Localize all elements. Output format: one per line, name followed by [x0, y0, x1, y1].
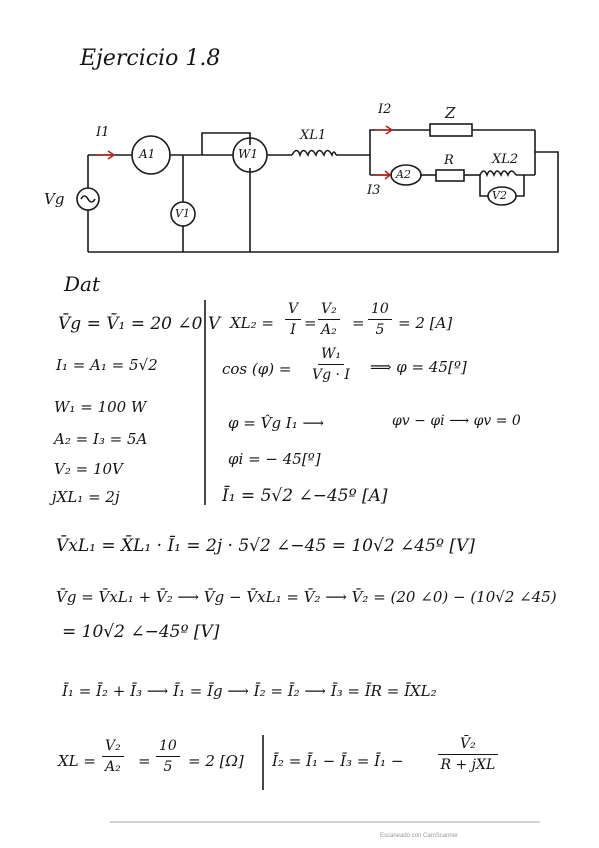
label-voltmeter-v1: V1	[175, 207, 190, 220]
eq-currents: Ī₁ = Ī₂ + Ī₃ ⟶ Ī₁ = Īg ⟶ Ī₂ = Ī₂ ⟶ Ī₃ = …	[62, 682, 437, 700]
eq-vg-result: = 10√2 ∠−45º [V]	[62, 622, 220, 642]
i1-phasor-line: Ī₁ = 5√2 ∠−45º [A]	[222, 486, 388, 506]
exercise-title: Ejercicio 1.8	[80, 46, 221, 71]
label-current-i1: I1	[96, 125, 110, 140]
label-current-i2: I2	[378, 102, 392, 117]
label-current-i3: I3	[367, 183, 381, 198]
label-wattmeter-w1: W1	[238, 147, 258, 161]
given-w1: W₁ = 100 W	[54, 398, 147, 416]
label-resistor-r: R	[444, 153, 454, 168]
xl2-result: = 2 [A]	[398, 314, 453, 332]
label-inductor-xl1: XL1	[300, 128, 327, 143]
cos-result: ⟹ φ = 45[º]	[370, 358, 467, 376]
given-jxl1: jXL₁ = 2j	[52, 488, 120, 506]
xl2-eq-2: =	[352, 314, 365, 332]
label-voltmeter-v2: V2	[492, 189, 507, 202]
given-a2: A₂ = I₃ = 5A	[54, 430, 148, 448]
label-ammeter-a2: A2	[396, 168, 411, 181]
xl-result: = 2 [Ω]	[188, 752, 244, 770]
phi-right: φv − φi ⟶ φv = 0	[392, 413, 521, 429]
eq-i2: Ī₂ = Ī₁ − Ī₃ = Ī₁ −	[272, 752, 404, 770]
given-i1: I₁ = A₁ = 5√2	[56, 356, 158, 374]
label-ammeter-a1: A1	[139, 147, 156, 161]
eq-vg: V̄g = V̄xL₁ + V̄₂ ⟶ V̄g − V̄xL₁ = V̄₂ ⟶ …	[56, 588, 557, 606]
phi-line: φ = V̂g I₁ ⟶	[228, 414, 325, 432]
xl-lhs: XL =	[58, 752, 96, 770]
phi-i-line: φi = − 45[º]	[228, 450, 321, 468]
given-v2: V₂ = 10V	[54, 460, 123, 478]
label-impedance-z: Z	[445, 104, 456, 122]
xl2-eq-1: =	[304, 314, 317, 332]
xl2-lhs: XL₂ =	[230, 314, 274, 332]
cos-lhs: cos (φ) =	[222, 360, 292, 378]
data-heading: Dat	[64, 272, 100, 296]
label-inductor-xl2: XL2	[492, 152, 519, 167]
given-vg: V̄g = V̄₁ = 20 ∠0 V	[58, 314, 221, 334]
scanner-watermark: Escaneado con CamScanner	[380, 833, 459, 839]
eq-vxl1: V̄xL₁ = X̄L₁ · Ī₁ = 2j · 5√2 ∠−45 = 10√2…	[56, 536, 475, 556]
label-source-vg: Vg	[44, 190, 65, 208]
xl-eq-1: =	[138, 752, 151, 770]
